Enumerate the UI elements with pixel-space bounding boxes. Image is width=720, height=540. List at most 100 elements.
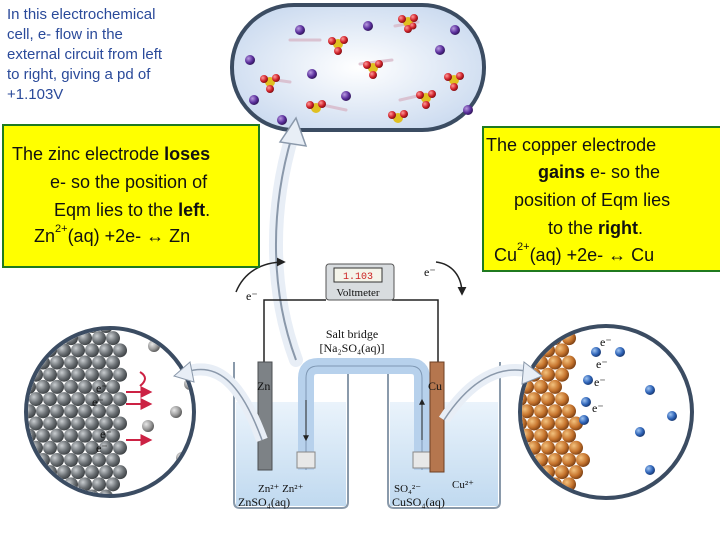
- metal-atom: [50, 428, 64, 443]
- zinc-line-1: The zinc electrode loses: [12, 142, 210, 167]
- zinc-equation: Zn2+(aq) +2e- ↔ Zn: [34, 224, 190, 249]
- metal-atom: [522, 416, 527, 431]
- metal-atom: [522, 343, 527, 358]
- metal-atom: [78, 355, 92, 370]
- metal-atom: [50, 355, 64, 370]
- copper-eq-rest: (aq) +2e- ↔ Cu: [529, 245, 655, 265]
- metal-atom: [43, 392, 57, 407]
- metal-atom: [71, 343, 85, 358]
- metal-atom: [555, 416, 569, 431]
- metal-atom: [29, 465, 43, 480]
- metal-atom: [28, 440, 29, 455]
- copper-line-2-bold: gains: [538, 162, 586, 182]
- sulfate-ion-cluster: [260, 14, 464, 123]
- metal-atom: [534, 331, 548, 346]
- metal-atom: [92, 331, 106, 346]
- metal-atom: [92, 379, 106, 394]
- copper-zoom-circle: e⁻ e⁻ e⁻ e⁻: [518, 324, 694, 500]
- copper-line-4: to the right.: [548, 215, 643, 241]
- metal-atom: [106, 452, 120, 467]
- metal-atom: [57, 343, 71, 358]
- metal-atom: [541, 489, 555, 496]
- metal-atom: [36, 404, 50, 419]
- so4-right-label: SO₄²⁻: [394, 483, 421, 495]
- metal-atom: [85, 343, 99, 358]
- metal-atom: [29, 416, 43, 431]
- metal-atom: [78, 404, 92, 419]
- zinc-line-3-text: Eqm lies to the: [54, 200, 179, 220]
- metal-atom: [548, 379, 562, 394]
- metal-atom: [534, 428, 548, 443]
- metal-atom: [36, 477, 50, 492]
- metal-atom: [71, 416, 85, 431]
- salt-bridge-zoom: [230, 3, 486, 132]
- cuso4-label: CuSO₄(aq): [392, 495, 445, 509]
- cu-zoom-electron-2: e⁻: [596, 357, 608, 371]
- metal-atom: [106, 331, 120, 346]
- metal-atom: [85, 367, 99, 382]
- copper-line-4-text: to the: [548, 218, 599, 238]
- metal-atom: [85, 392, 99, 407]
- metal-atom: [99, 440, 113, 455]
- zinc-line-2: e- so the position of: [50, 172, 208, 192]
- metal-atom: [78, 477, 92, 492]
- metal-atom: [99, 392, 113, 407]
- metal-atom: [106, 477, 120, 492]
- metal-atom: [57, 367, 71, 382]
- copper-line-4-bold: right: [598, 218, 639, 238]
- cu-zoom-electron-1: e⁻: [600, 335, 612, 349]
- metal-atom: [78, 428, 92, 443]
- metal-atom: [50, 379, 64, 394]
- metal-atom: [113, 440, 127, 455]
- metal-atom: [99, 465, 113, 480]
- sodium-ion-cluster: [245, 21, 473, 125]
- metal-atom: [43, 440, 57, 455]
- metal-atom: [28, 404, 36, 419]
- metal-atom: [71, 440, 85, 455]
- zinc-eq-rest: (aq) +2e- ↔ Zn: [67, 226, 191, 246]
- metal-atom: [522, 465, 527, 480]
- metal-atom: [522, 477, 534, 492]
- metal-atom: [64, 452, 78, 467]
- electron-flow-arrow-right: [435, 261, 467, 296]
- intro-line: external circuit from left: [7, 46, 163, 63]
- electron-label-right: e⁻: [424, 265, 436, 279]
- metal-atom: [78, 452, 92, 467]
- metal-atom: [78, 379, 92, 394]
- copper-line-2-text: e- so the: [585, 162, 661, 182]
- salt-bridge-label: Salt bridge: [326, 327, 378, 341]
- metal-atom: [541, 416, 555, 431]
- zinc-line-1-bold: loses: [164, 144, 211, 164]
- metal-atom: [99, 489, 113, 494]
- zinc-line-3-bold: left: [178, 200, 206, 220]
- metal-atom: [541, 328, 555, 333]
- metal-atom: [527, 328, 541, 333]
- metal-atom: [57, 465, 71, 480]
- metal-atom: [92, 355, 106, 370]
- metal-atom: [541, 392, 555, 407]
- metal-atom: [555, 343, 569, 358]
- metal-atom: [57, 416, 71, 431]
- metal-atom: [29, 330, 43, 333]
- metal-atom: [92, 428, 106, 443]
- metal-atom: [113, 343, 127, 358]
- metal-atom: [555, 328, 569, 333]
- zinc-line-1-text: The zinc electrode: [12, 144, 165, 164]
- metal-atom: [527, 416, 541, 431]
- metal-atom: [534, 379, 548, 394]
- cu-zoom-electron-3: e⁻: [594, 375, 606, 389]
- metal-atom: [28, 489, 29, 494]
- metal-atom: [64, 379, 78, 394]
- copper-line-3: position of Eqm lies: [514, 190, 671, 210]
- metal-atom: [64, 404, 78, 419]
- copper-explanation-box: The copper electrode gains e- so the pos…: [482, 126, 720, 272]
- metal-atom: [522, 404, 534, 419]
- metal-atom: [36, 428, 50, 443]
- znso4-label: ZnSO₄(aq): [238, 495, 290, 509]
- metal-atom: [555, 440, 569, 455]
- metal-atom: [534, 477, 548, 492]
- zn-zoom-electron-2: e⁻: [92, 395, 104, 409]
- intro-text: In this electrochemical cell, e- flow in…: [7, 5, 227, 105]
- zinc-explanation-box: The zinc electrode loses e- so the posit…: [2, 124, 260, 268]
